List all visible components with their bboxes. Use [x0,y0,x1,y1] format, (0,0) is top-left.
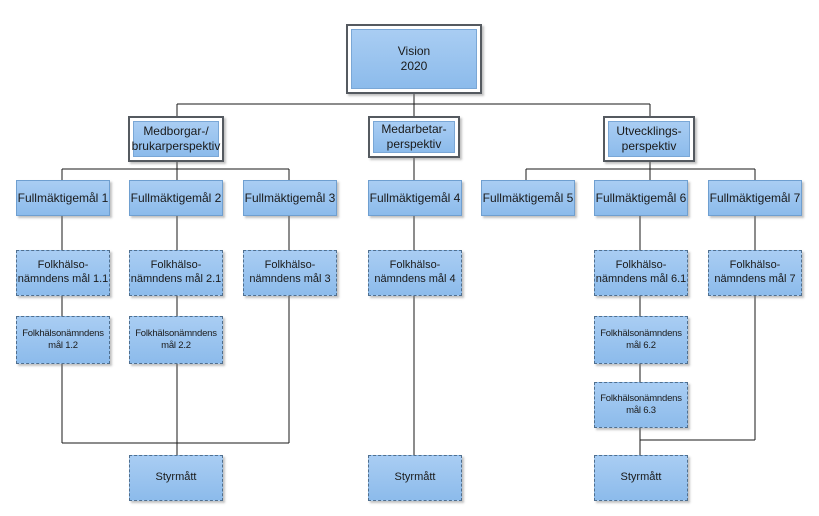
committee-goal-6-3: Folkhälsonämndens mål 6.3 [594,382,688,428]
committee-goal-6-2: Folkhälsonämndens mål 6.2 [594,316,688,364]
committee-goal-1-1: Folkhälso- nämndens mål 1.1 [16,250,110,296]
vision-box: Vision 2020 [346,24,482,94]
perspective-label: Medarbetar- perspektiv [373,121,455,153]
committee-goal-4: Folkhälso- nämndens mål 4 [368,250,462,296]
goal-box-6: Fullmäktigemål 6 [594,180,688,216]
perspective-box-medborgar: Medborgar-/ brukarperspektiv [128,116,224,162]
goal-box-5: Fullmäktigemål 5 [481,180,575,216]
measure-box-3: Styrmått [594,455,688,501]
goal-box-4: Fullmäktigemål 4 [368,180,462,216]
perspective-label: Medborgar-/ brukarperspektiv [132,121,220,157]
committee-goal-6-1: Folkhälso- nämndens mål 6.1 [594,250,688,296]
goal-box-7: Fullmäktigemål 7 [708,180,802,216]
committee-goal-3: Folkhälso- nämndens mål 3 [243,250,337,296]
committee-goal-1-2: Folkhälsonämndens mål 1.2 [16,316,110,364]
committee-goal-2-2: Folkhälsonämndens mål 2.2 [129,316,223,364]
goal-box-3: Fullmäktigemål 3 [243,180,337,216]
perspective-box-utvecklings: Utvecklings- perspektiv [603,116,695,162]
committee-goal-2-1: Folkhälso- nämndens mål 2.1 [129,250,223,296]
vision-label: Vision 2020 [351,29,477,89]
perspective-box-medarbetar: Medarbetar- perspektiv [368,116,460,158]
goal-box-2: Fullmäktigemål 2 [129,180,223,216]
measure-box-2: Styrmått [368,455,462,501]
committee-goal-7: Folkhälso- nämndens mål 7 [708,250,802,296]
measure-box-1: Styrmått [129,455,223,501]
goal-box-1: Fullmäktigemål 1 [16,180,110,216]
perspective-label: Utvecklings- perspektiv [608,121,690,157]
